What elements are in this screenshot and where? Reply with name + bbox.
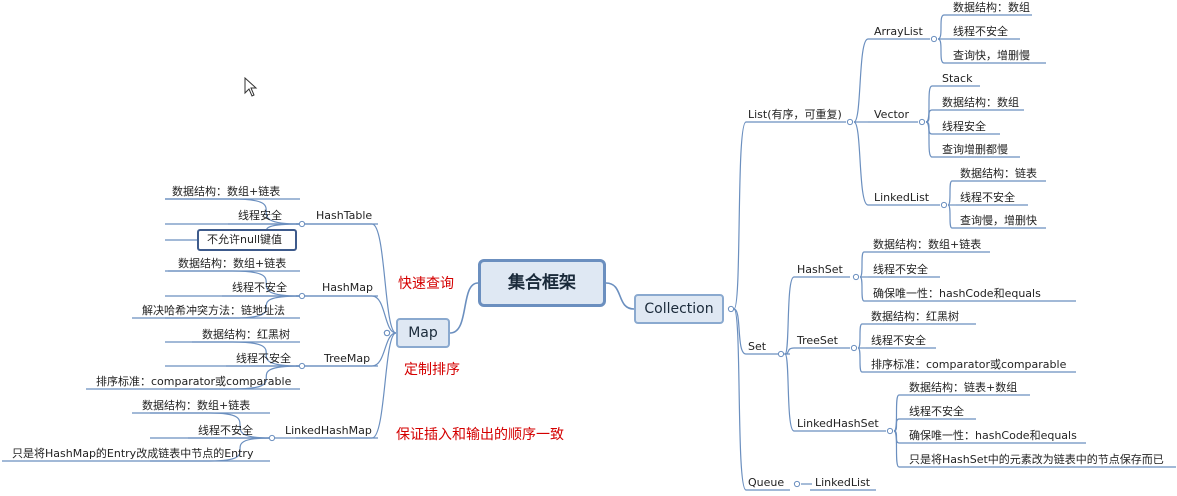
linkedhashmap-label[interactable]: LinkedHashMap: [285, 424, 372, 437]
list-toggle-icon[interactable]: [846, 118, 854, 126]
vector-item-perf: 查询增删都慢: [942, 143, 1008, 156]
vector-branch: [925, 109, 938, 123]
treeset-item-structure: 数据结构：红黑树: [871, 310, 959, 323]
hashmap-label[interactable]: HashMap: [322, 281, 373, 294]
queue-label[interactable]: Queue: [748, 476, 785, 489]
vector-branch: [925, 85, 938, 123]
linkedhashset-branch: [893, 394, 904, 432]
linkedhashmap-item-structure: 数据结构：数组+链表: [142, 399, 251, 412]
linkedhashmap-item-entry: 只是将HashMap的Entry改成链表中节点的Entry: [12, 447, 254, 460]
arraylist-branch: [937, 38, 950, 64]
hashset-label[interactable]: HashSet: [797, 263, 843, 276]
collapse-toggle-icon[interactable]: [886, 427, 894, 435]
central-to-map: [449, 282, 479, 334]
note-fast-query: 快速查询: [398, 276, 454, 292]
hashset-item-thread: 线程不安全: [873, 263, 928, 276]
hashtable-item-null-highlight[interactable]: 不允许null键值: [197, 229, 297, 251]
linkedhashset-item-structure: 数据结构：链表+数组: [909, 381, 1018, 394]
queue-toggle-icon[interactable]: [793, 480, 801, 488]
linkedlist-branch: [947, 180, 956, 206]
collapse-toggle-icon[interactable]: [298, 220, 306, 228]
collection-branch: [733, 308, 747, 491]
treemap-label[interactable]: TreeMap: [324, 352, 371, 365]
linkedlist-branch: [947, 204, 956, 229]
linkedhashmap-item-thread: 线程不安全: [198, 424, 253, 437]
collection-toggle-icon[interactable]: [727, 305, 735, 313]
linkedlist-item-perf: 查询慢，增删快: [960, 214, 1037, 227]
treemap-item-thread: 线程不安全: [236, 352, 291, 365]
linkedlist-label[interactable]: LinkedList: [874, 191, 930, 204]
linkedhashset-item-note: 只是将HashSet中的元素改为链表中的节点保存而已: [909, 453, 1164, 466]
hashset-item-unique: 确保唯一性：hashCode和equals: [873, 287, 1041, 300]
hashmap-item-structure: 数据结构：数组+链表: [178, 257, 287, 270]
set-toggle-icon[interactable]: [777, 350, 785, 358]
linkedhashset-branch: [893, 418, 904, 432]
treemap-item-structure: 数据结构：红黑树: [202, 328, 290, 341]
collapse-toggle-icon[interactable]: [918, 118, 926, 126]
linkedhashset-label[interactable]: LinkedHashSet: [797, 417, 879, 430]
treeset-item-sort: 排序标准：comparator或comparable: [871, 358, 1067, 371]
linkedhashset-branch: [893, 430, 904, 468]
collapse-toggle-icon[interactable]: [940, 201, 948, 209]
collapse-toggle-icon[interactable]: [852, 273, 860, 281]
note-insertion-order: 保证插入和输出的顺序一致: [396, 427, 564, 443]
vector-item-structure: 数据结构：数组: [942, 96, 1019, 109]
note-custom-sort: 定制排序: [404, 362, 460, 378]
hashset-branch: [859, 276, 868, 302]
arraylist-label[interactable]: ArrayList: [874, 25, 923, 38]
hashtable-item-thread: 线程安全: [238, 209, 282, 222]
linkedhashset-item-thread: 线程不安全: [909, 405, 964, 418]
arraylist-item-thread: 线程不安全: [953, 25, 1008, 38]
vector-branch: [925, 121, 938, 158]
map-to-hashtable: [296, 223, 397, 334]
hashmap-item-collision: 解决哈希冲突方法：链地址法: [142, 304, 285, 317]
collapse-toggle-icon[interactable]: [298, 292, 306, 300]
map-topic[interactable]: Map: [396, 318, 450, 348]
collapse-toggle-icon[interactable]: [930, 35, 938, 43]
set-label[interactable]: Set: [748, 340, 767, 353]
linkedlist-item-thread: 线程不安全: [960, 191, 1015, 204]
hashmap-item-thread: 线程不安全: [232, 281, 287, 294]
list-label[interactable]: List(有序，可重复): [748, 108, 842, 121]
linkedlist-item-structure: 数据结构：链表: [960, 167, 1037, 180]
hashtable-item-structure: 数据结构：数组+链表: [172, 185, 281, 198]
mouse-cursor-icon: [244, 77, 258, 97]
treeset-item-thread: 线程不安全: [871, 334, 926, 347]
map-to-linkedhashmap: [296, 332, 397, 439]
collection-branch: [733, 308, 747, 355]
linkedhashset-item-unique: 确保唯一性：hashCode和equals: [909, 429, 1077, 442]
treemap-item-sort: 排序标准：comparator或comparable: [96, 375, 292, 388]
central-to-collection: [605, 282, 635, 310]
treeset-branch: [857, 347, 866, 373]
treeset-branch: [857, 323, 866, 349]
collapse-toggle-icon[interactable]: [268, 434, 276, 442]
map-toggle-icon[interactable]: [383, 329, 391, 337]
collapse-toggle-icon[interactable]: [850, 344, 858, 352]
treeset-label[interactable]: TreeSet: [797, 334, 838, 347]
hashtable-label[interactable]: HashTable: [316, 209, 373, 222]
arraylist-item-structure: 数据结构：数组: [953, 1, 1030, 14]
vector-item-thread: 线程安全: [942, 120, 986, 133]
collection-branch: [733, 121, 747, 310]
central-topic[interactable]: 集合框架: [478, 259, 606, 307]
arraylist-branch: [937, 14, 950, 40]
map-to-hashmap: [296, 295, 397, 334]
arraylist-item-perf: 查询快，增删慢: [953, 49, 1030, 62]
collapse-toggle-icon[interactable]: [298, 362, 306, 370]
vector-label[interactable]: Vector: [874, 108, 910, 121]
list-to-arraylist: [853, 38, 869, 123]
hashset-branch: [859, 251, 868, 278]
set-to-treeset: [784, 347, 795, 355]
list-to-linkedlist: [853, 121, 869, 206]
vector-item-stack: Stack: [942, 72, 973, 85]
set-to-linkedhashset: [784, 353, 795, 432]
queue-linkedlist-label[interactable]: LinkedList: [815, 476, 871, 489]
collection-topic[interactable]: Collection: [634, 294, 724, 324]
hashset-item-structure: 数据结构：数组+链表: [873, 238, 982, 251]
set-to-hashset: [784, 276, 795, 355]
